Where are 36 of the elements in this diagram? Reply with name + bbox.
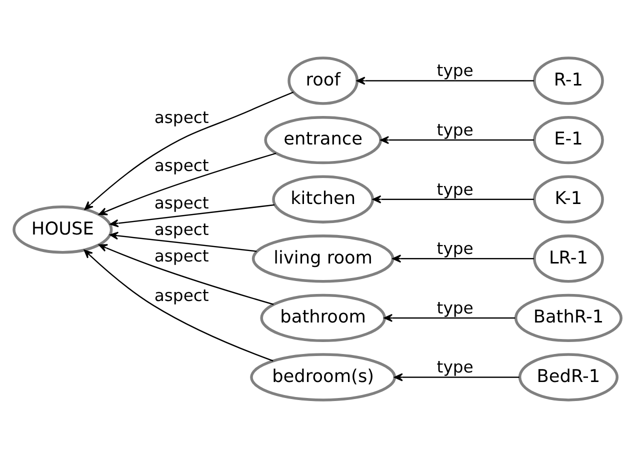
arrow (84, 92, 294, 210)
edge-label: type (436, 358, 474, 377)
edge-label: aspect (154, 286, 209, 305)
node-ellipse: living room (252, 234, 394, 283)
node-ellipse: E-1 (533, 116, 604, 164)
node-ellipse: roof (288, 56, 359, 105)
node-ellipse: BedR-1 (518, 353, 619, 402)
node-ellipse: bathroom (260, 294, 386, 342)
arrow (110, 232, 257, 252)
arrow (372, 195, 534, 204)
edge-label: aspect (154, 156, 209, 175)
edge-label: aspect (154, 246, 209, 266)
node-ellipse: kitchen (272, 175, 374, 224)
edge-label: type (436, 180, 474, 199)
arrow (380, 136, 534, 144)
arrow (110, 204, 275, 228)
arrow (394, 373, 520, 382)
arrow (98, 152, 276, 216)
arrow (356, 76, 534, 85)
node-ellipse: entrance (264, 116, 382, 164)
node-ellipse: bedroom(s) (250, 353, 396, 402)
edge-label: aspect (154, 194, 209, 213)
node-ellipse: BathR-1 (514, 294, 622, 342)
arrow (392, 254, 534, 263)
arrow (384, 314, 516, 322)
node-ellipse: R-1 (533, 56, 604, 105)
node-ellipse: K-1 (533, 175, 604, 224)
edge-label: aspect (154, 220, 209, 240)
edge-label: type (436, 239, 474, 258)
arrow (84, 250, 274, 362)
arrow (98, 244, 274, 305)
edge-label: type (436, 120, 474, 140)
edge-label: type (436, 298, 474, 318)
edge-label: aspect (154, 108, 209, 127)
edge-label: type (436, 61, 474, 80)
node-ellipse: LR-1 (533, 234, 604, 283)
